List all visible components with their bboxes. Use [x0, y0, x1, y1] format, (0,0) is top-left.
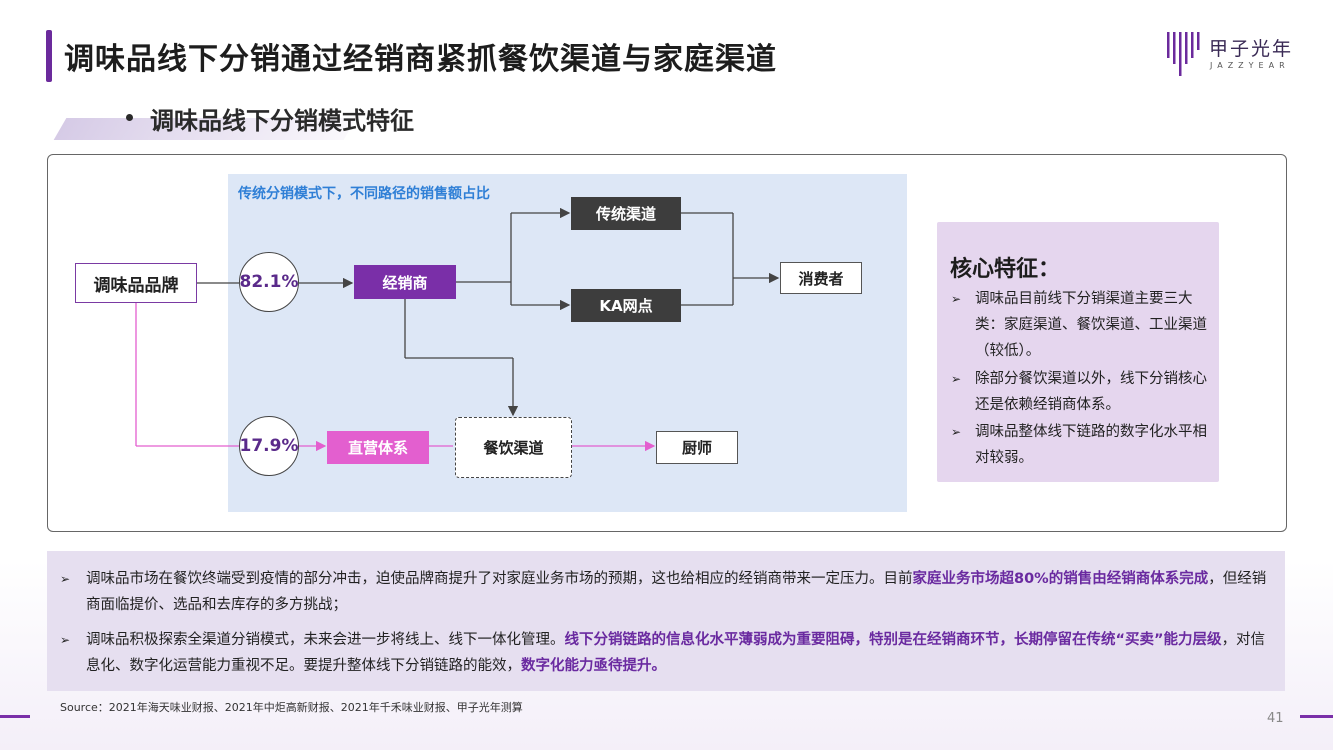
core-item: ➢ 调味品目前线下分销渠道主要三大类：家庭渠道、餐饮渠道、工业渠道（较低）。 [951, 286, 1207, 364]
diagram-caption: 传统分销模式下，不同路径的销售额占比 [238, 186, 490, 202]
summary-box [47, 551, 1285, 691]
node-traditional-channel: 传统渠道 [571, 197, 681, 230]
core-item: ➢ 除部分餐饮渠道以外，线下分销核心还是依赖经销商体系。 [951, 366, 1207, 418]
node-brand: 调味品品牌 [75, 263, 197, 303]
section-subtitle-text: 调味品线下分销模式特征 [150, 107, 414, 135]
core-features-title: 核心特征： [950, 257, 1061, 282]
node-catering-channel: 餐饮渠道 [455, 417, 572, 478]
title-accent-bar [46, 30, 52, 82]
node-direct-system: 直营体系 [327, 431, 429, 464]
source-note: Source：2021年海天味业财报、2021年中炬高新财报、2021年千禾味业… [60, 701, 523, 714]
logo-subtext: JAZZYEAR [1210, 61, 1290, 70]
logo-text: 甲子光年 [1209, 38, 1294, 60]
page-title: 调味品线下分销通过经销商紧抓餐饮渠道与家庭渠道 [64, 42, 777, 77]
footer-accent-right [1300, 715, 1333, 718]
arrow-bullet-icon: ➢ [951, 292, 962, 306]
pct-dealer-circle: 82.1% [239, 252, 299, 312]
pct-direct-circle: 17.9% [239, 416, 299, 476]
brand-logo: 甲子光年 JAZZYEAR [1165, 28, 1295, 78]
node-consumer: 消费者 [780, 262, 862, 294]
summary-item: ➢ 调味品市场在餐饮终端受到疫情的部分冲击，迫使品牌商提升了对家庭业务市场的预期… [60, 566, 1270, 618]
summary-item-text: 调味品市场在餐饮终端受到疫情的部分冲击，迫使品牌商提升了对家庭业务市场的预期，这… [86, 571, 1267, 613]
core-features-box [937, 222, 1219, 482]
logo-bars-icon [1167, 32, 1200, 76]
arrow-bullet-icon: ➢ [951, 425, 962, 439]
page-number: 41 [1267, 711, 1284, 726]
section-subtitle: 调味品线下分销模式特征 [126, 101, 414, 136]
bullet-dot-icon [126, 114, 133, 121]
node-dealer: 经销商 [354, 265, 456, 299]
core-item-text: 调味品目前线下分销渠道主要三大类：家庭渠道、餐饮渠道、工业渠道（较低）。 [975, 291, 1207, 359]
core-item-text: 调味品整体线下链路的数字化水平相对较弱。 [975, 424, 1207, 466]
arrow-bullet-icon: ➢ [60, 572, 71, 586]
arrow-bullet-icon: ➢ [60, 633, 71, 647]
node-chef: 厨师 [656, 431, 738, 464]
core-item: ➢ 调味品整体线下链路的数字化水平相对较弱。 [951, 419, 1207, 471]
footer-accent-left [0, 715, 30, 718]
arrow-bullet-icon: ➢ [951, 372, 962, 386]
core-item-text: 除部分餐饮渠道以外，线下分销核心还是依赖经销商体系。 [975, 371, 1207, 413]
summary-item: ➢ 调味品积极探索全渠道分销模式，未来会进一步将线上、线下一体化管理。线下分销链… [60, 627, 1270, 679]
summary-item-text: 调味品积极探索全渠道分销模式，未来会进一步将线上、线下一体化管理。线下分销链路的… [86, 632, 1266, 674]
node-ka-outlet: KA网点 [571, 289, 681, 322]
